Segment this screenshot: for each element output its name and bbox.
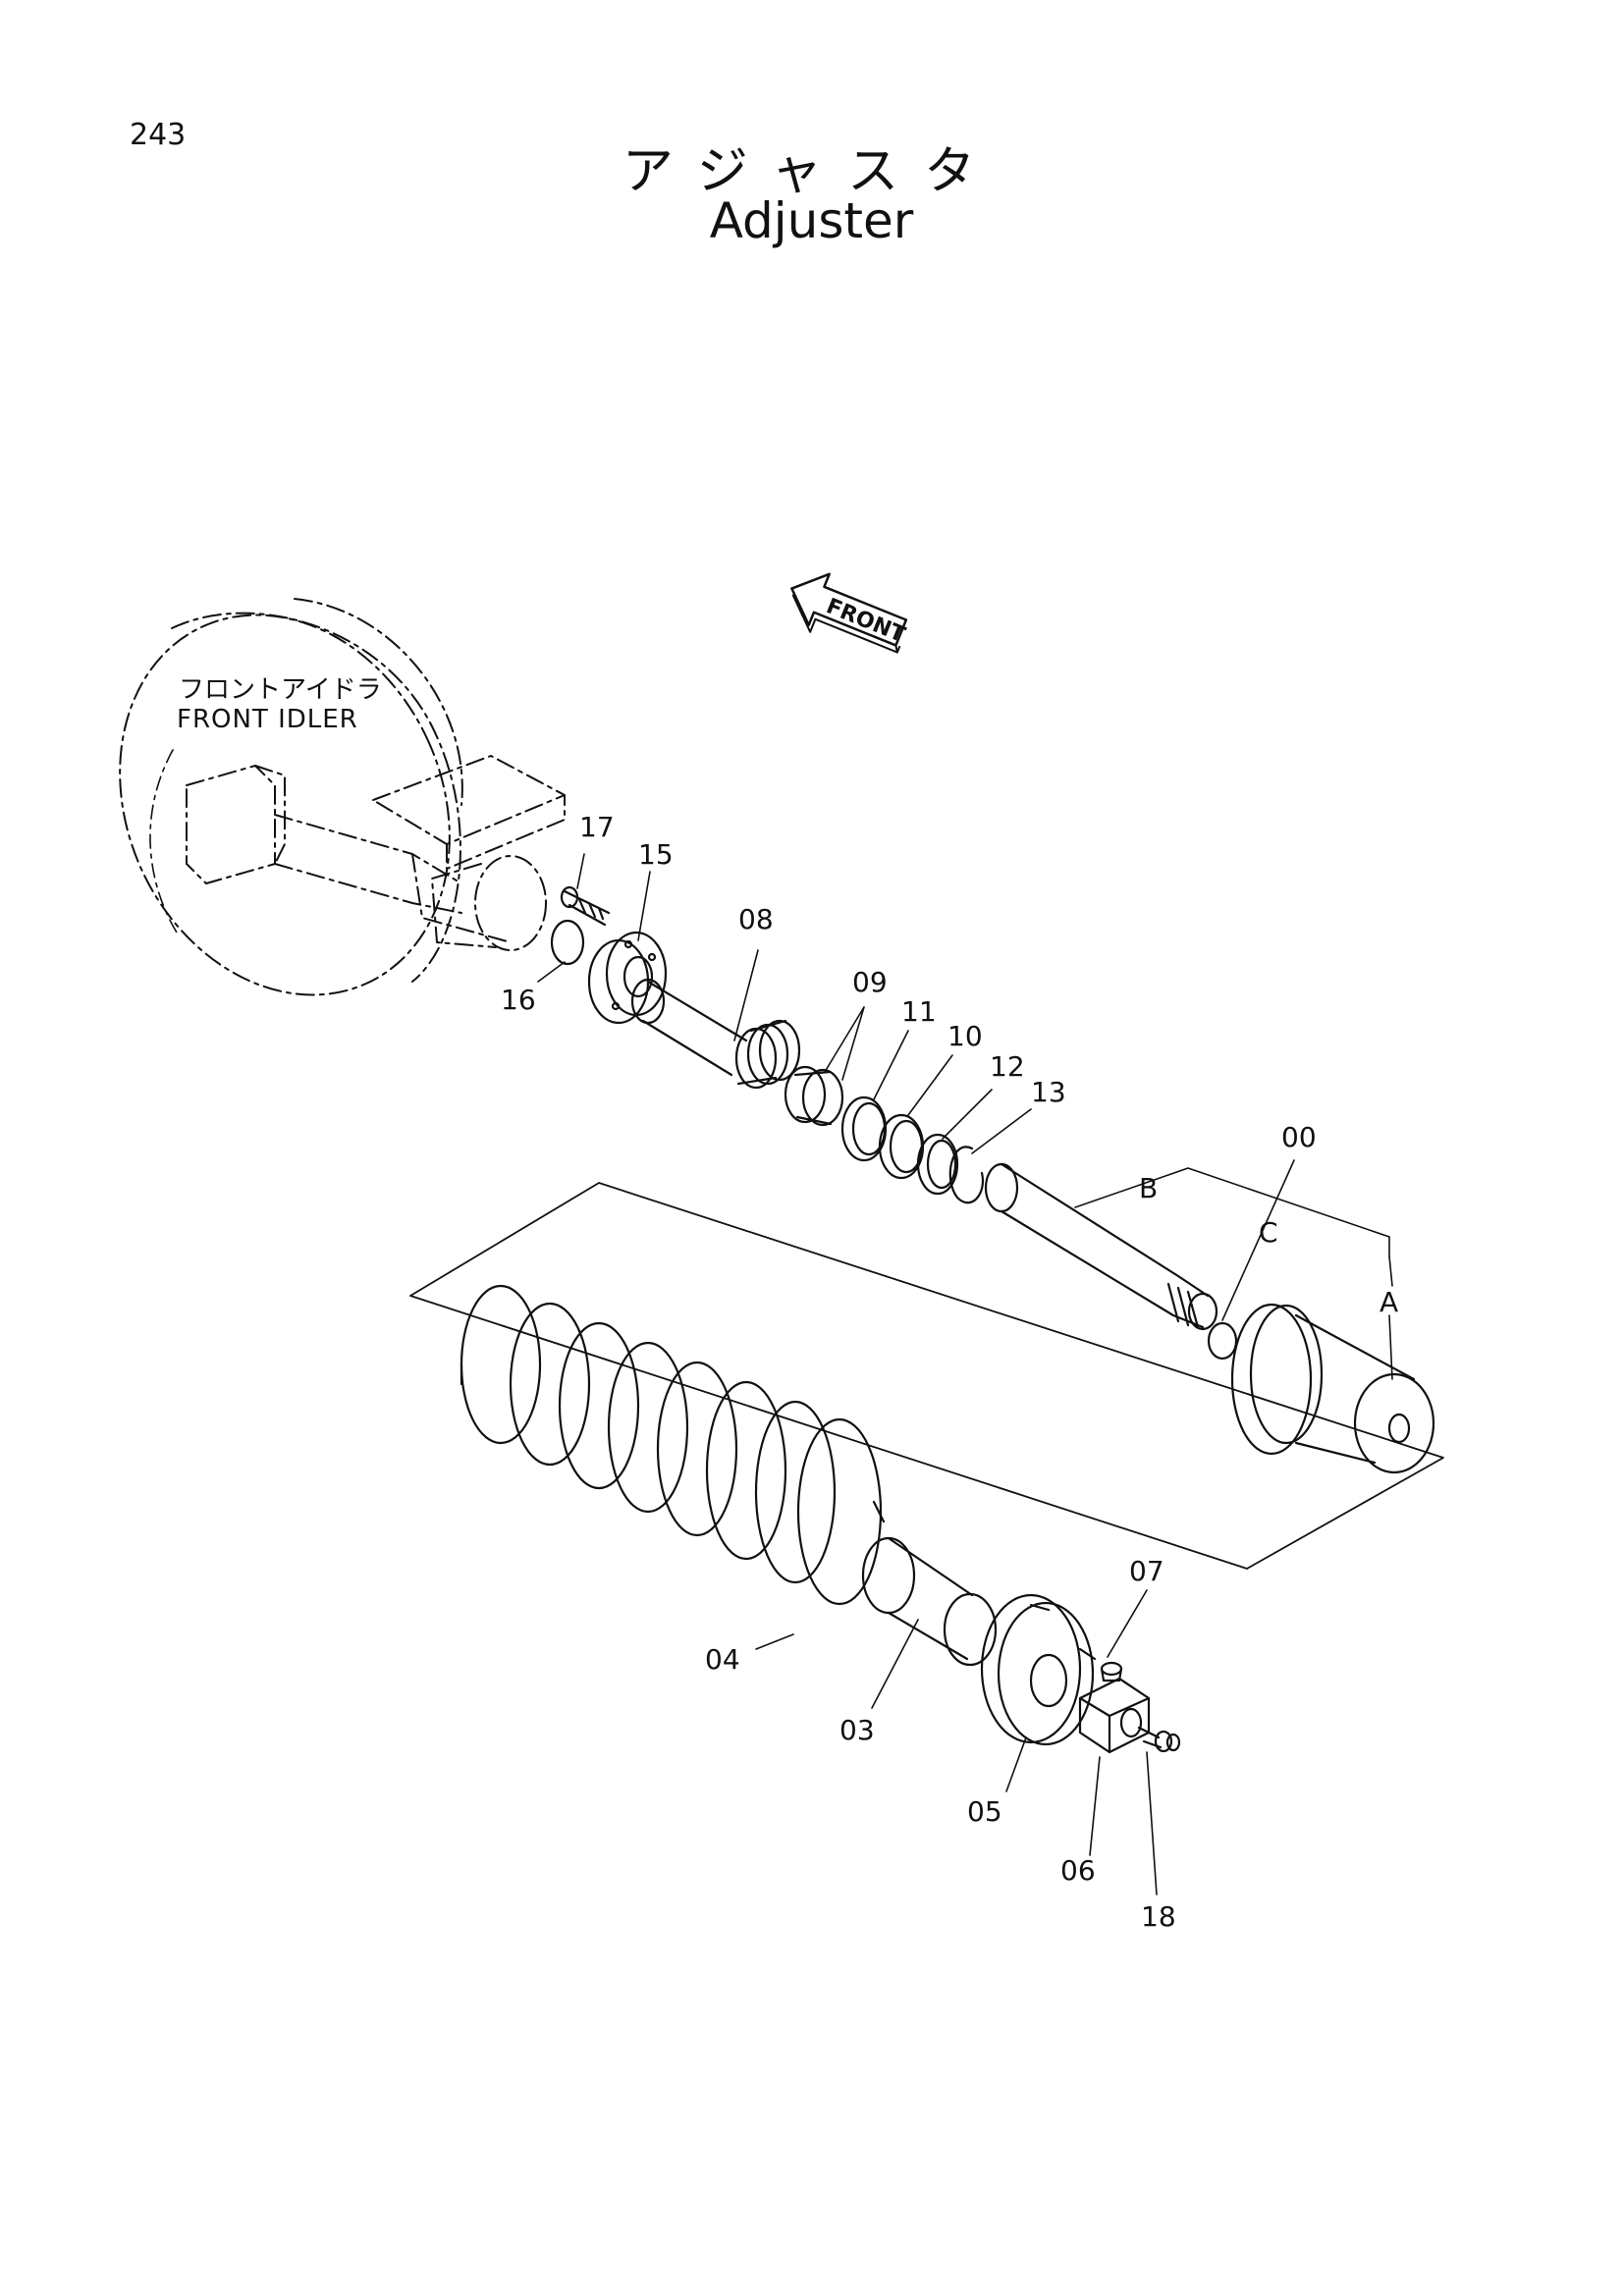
grease-block-06 bbox=[1078, 1677, 1151, 1754]
callout-11: 11 bbox=[901, 995, 937, 1028]
callout-18: 18 bbox=[1141, 1900, 1176, 1933]
ring-12 bbox=[916, 1133, 959, 1196]
callout-labels: 17 15 16 08 09 11 10 12 13 00 B C A 07 0… bbox=[501, 811, 1398, 1933]
callout-04: 04 bbox=[705, 1643, 740, 1676]
piston-rod-B bbox=[984, 1162, 1218, 1331]
callout-C: C bbox=[1259, 1216, 1278, 1249]
title-japanese: アジャスタ bbox=[622, 142, 1001, 201]
flange-15 bbox=[587, 931, 668, 1025]
o-ring-C bbox=[1207, 1321, 1238, 1361]
front-idler-phantom bbox=[119, 598, 566, 996]
callout-00: 00 bbox=[1281, 1121, 1317, 1153]
callout-09: 09 bbox=[852, 966, 888, 998]
callout-07: 07 bbox=[1129, 1555, 1164, 1587]
seals-09 bbox=[784, 1065, 844, 1127]
callout-A: A bbox=[1380, 1286, 1398, 1318]
page-number: 243 bbox=[130, 118, 187, 152]
idler-label-english: FRONT IDLER bbox=[177, 705, 358, 734]
cylinder-08 bbox=[630, 978, 801, 1090]
callout-B: B bbox=[1139, 1172, 1158, 1204]
leader-lines bbox=[537, 853, 1393, 1896]
plate-05 bbox=[980, 1593, 1097, 1746]
idler-label-japanese: フロントアイドラ bbox=[179, 675, 382, 705]
idler-outline-edge bbox=[149, 749, 178, 934]
bolt-17 bbox=[560, 885, 611, 927]
callout-05: 05 bbox=[967, 1795, 1002, 1828]
o-ring-16 bbox=[550, 919, 585, 966]
ring-10 bbox=[878, 1113, 925, 1180]
plug-07 bbox=[1100, 1661, 1123, 1682]
front-arrow-icon: FRONT bbox=[790, 572, 908, 654]
assembly-outline bbox=[409, 1182, 1444, 1570]
ring-12-inner bbox=[926, 1139, 957, 1190]
title-english: Adjuster bbox=[709, 192, 914, 249]
cylinder-A bbox=[1230, 1303, 1435, 1474]
callout-08: 08 bbox=[738, 903, 774, 935]
spacer-tube-03 bbox=[861, 1536, 998, 1667]
callout-03: 03 bbox=[839, 1714, 875, 1746]
grease-fitting-18 bbox=[1137, 1726, 1181, 1753]
callout-17: 17 bbox=[579, 811, 615, 843]
ring-11-inner bbox=[851, 1101, 887, 1156]
snap-ring-13 bbox=[948, 1146, 985, 1204]
spring-04 bbox=[460, 1284, 886, 1606]
callout-10: 10 bbox=[947, 1020, 983, 1052]
callout-15: 15 bbox=[638, 838, 674, 871]
callout-06: 06 bbox=[1060, 1854, 1096, 1887]
callout-12: 12 bbox=[990, 1050, 1025, 1083]
callout-16: 16 bbox=[501, 984, 536, 1016]
callout-13: 13 bbox=[1031, 1076, 1066, 1108]
